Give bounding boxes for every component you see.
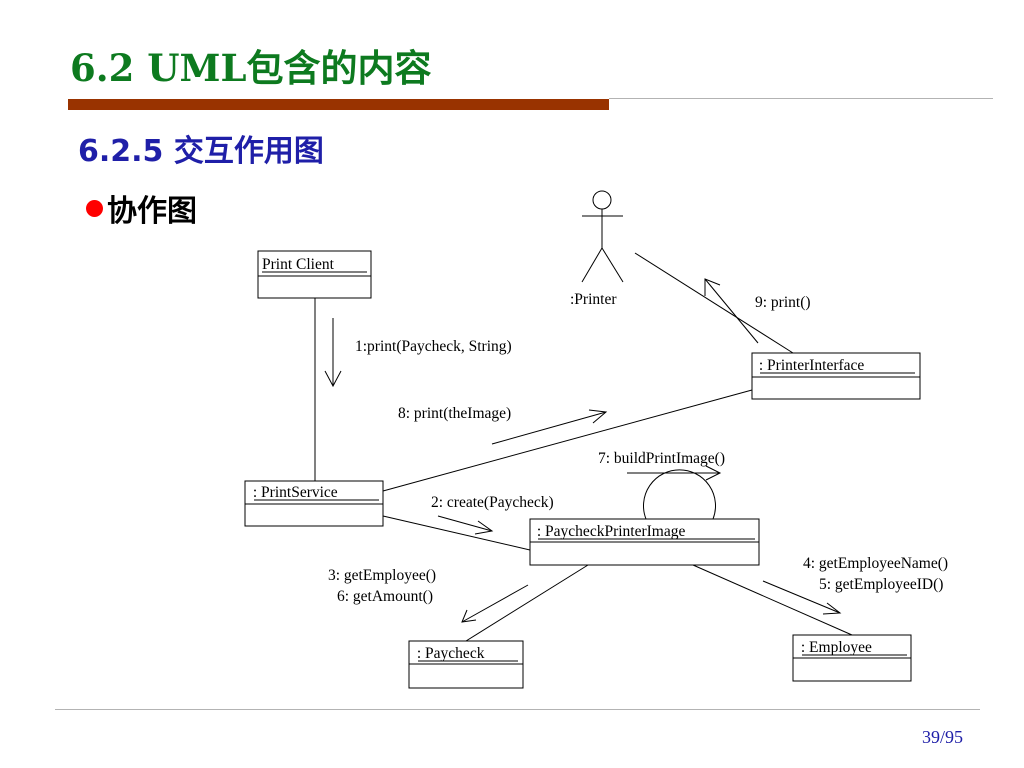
object-label: Print Client [262, 256, 335, 273]
actor-left-leg [581, 247, 603, 283]
object-paycheck: : Paycheck [408, 640, 524, 689]
message-label-m9: 9: print() [755, 294, 811, 311]
object-label: : PrinterInterface [755, 357, 864, 374]
arrow-head [704, 278, 721, 296]
page-number: 39/95 [922, 727, 964, 747]
message-label-m8: 8: print(theImage) [398, 405, 511, 422]
message-label-m7: 7: buildPrintImage() [598, 450, 725, 467]
object-label: : Employee [797, 639, 872, 656]
arrow-m7 [627, 465, 722, 481]
message-label-m6: 6: getAmount() [337, 588, 433, 605]
arrow-m1 [324, 318, 342, 388]
arrow-head [461, 609, 477, 623]
message-label-m1: 1:print(Paycheck, String) [355, 338, 512, 355]
bullet-dot-icon [86, 200, 103, 217]
bullet-text: 协作图 [107, 194, 197, 229]
bullet-item: 协作图 [86, 186, 197, 230]
object-label: : Paycheck [413, 645, 485, 662]
arrow-head [705, 465, 722, 481]
arrow-shaft [461, 584, 529, 623]
arrow-shaft [704, 278, 759, 344]
arrow-m9 [704, 278, 759, 344]
arrow-shaft [762, 580, 841, 614]
object-label: : PaycheckPrinterImage [533, 523, 685, 540]
object-print-service: : PrintService [244, 480, 384, 527]
message-label-m2: 2: create(Paycheck) [431, 494, 554, 511]
arrow-m3-m6 [461, 584, 529, 623]
object-printer-interface: : PrinterInterface [751, 352, 921, 400]
slide-title: 6.2 UML包含的内容 [70, 46, 432, 90]
object-label: : PrintService [249, 484, 338, 501]
actor-printer [581, 190, 624, 283]
object-employee: : Employee [792, 634, 912, 682]
actor-head [592, 190, 612, 210]
arrow-head [474, 520, 494, 535]
arrow-m8 [491, 409, 608, 445]
arrow-shaft [491, 411, 607, 445]
title-accent-bar [68, 99, 609, 110]
section-heading: 6.2.5 交互作用图 [78, 134, 324, 169]
actor-label: :Printer [570, 291, 617, 308]
message-label-m3: 3: getEmployee() [328, 567, 436, 584]
message-label-m4: 4: getEmployeeName() [803, 555, 948, 572]
link-service-image [382, 515, 531, 551]
arrow-m4-m5 [762, 580, 842, 615]
link-image-employee [692, 564, 853, 636]
title-divider-line [609, 98, 993, 99]
arrow-shaft [437, 515, 493, 532]
message-label-m5: 5: getEmployeeID() [819, 576, 943, 593]
arrow-head [588, 409, 608, 424]
object-box [751, 352, 921, 400]
arrow-head [822, 602, 842, 615]
footer-divider-line [55, 709, 980, 710]
link-image-paycheck [465, 564, 589, 642]
actor-right-leg [601, 247, 624, 283]
link-actor-interface [634, 252, 794, 354]
object-print-client: Print Client [257, 250, 372, 299]
link-service-interface [382, 389, 753, 492]
link-self-loop [643, 469, 716, 520]
arrow-m2 [437, 515, 494, 535]
object-paycheck-printer-image: : PaycheckPrinterImage [529, 518, 760, 566]
arrow-head [324, 370, 342, 388]
